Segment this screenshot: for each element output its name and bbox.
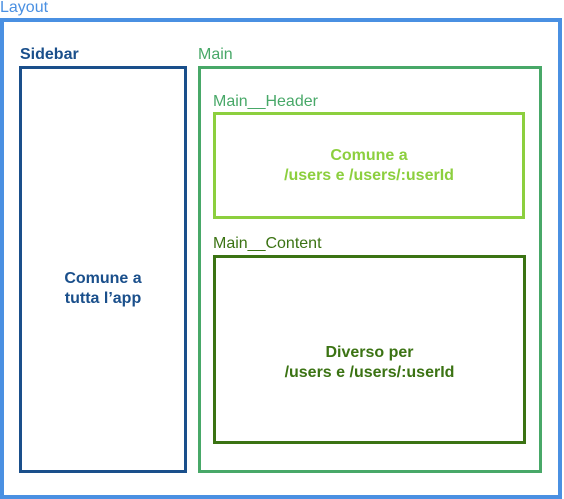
main-box xyxy=(198,66,542,473)
main-header-text-line1: Comune a xyxy=(330,146,408,164)
sidebar-title: Sidebar xyxy=(20,46,79,63)
main-content-text-line1: Diverso per xyxy=(325,344,414,361)
main-title: Main xyxy=(198,46,233,63)
sidebar-description: Comune a tutta l’app xyxy=(22,269,184,309)
layout-box xyxy=(0,18,562,499)
main-header-description: Comune a /users e /users/:userId xyxy=(216,146,522,186)
main-header-box: Comune a /users e /users/:userId xyxy=(213,112,525,219)
main-content-title: Main__Content xyxy=(213,235,322,252)
main-content-description: Diverso per /users e /users/:userId xyxy=(216,343,523,383)
main-content-text-line2: /users e /users/:userId xyxy=(284,364,455,381)
main-header-title: Main__Header xyxy=(213,93,318,110)
layout-title: Layout xyxy=(0,0,49,16)
main-content-box: Diverso per /users e /users/:userId xyxy=(213,255,526,444)
main-header-text-line2: /users e /users/:userId xyxy=(284,166,454,184)
sidebar-text-line2: tutta l’app xyxy=(64,290,142,307)
sidebar-box: Comune a tutta l’app xyxy=(19,66,187,473)
sidebar-text-line1: Comune a xyxy=(64,270,142,287)
